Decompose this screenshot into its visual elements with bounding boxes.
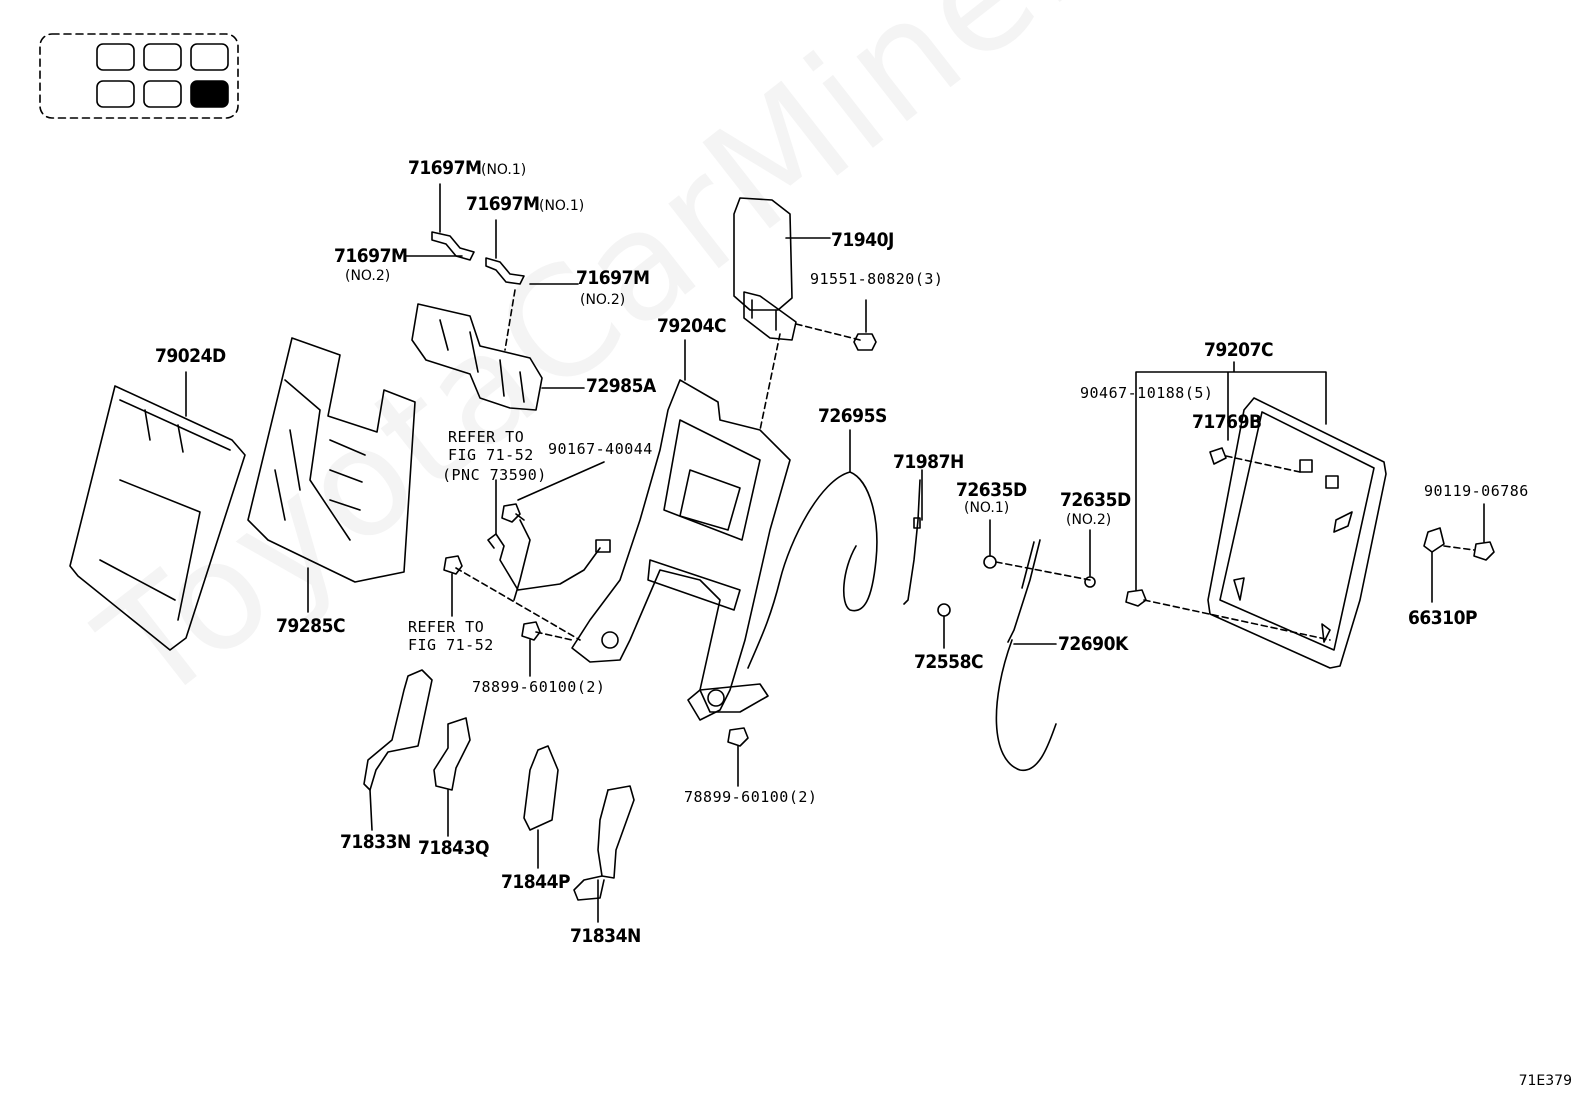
leader-71697M: [405, 183, 579, 285]
part-label-90467[interactable]: 90467-10188(5): [1080, 384, 1214, 402]
part-label-72635D-b[interactable]: 72635D: [1060, 489, 1131, 511]
bolt-91551: [853, 333, 877, 351]
leader-71833N: [369, 789, 373, 831]
damper-72635D-no1: [983, 555, 997, 569]
bracket-72985A: [411, 303, 543, 411]
seatback-cover-79024D: [69, 385, 246, 651]
screw-90467: [1125, 589, 1331, 641]
clip-72558C: [937, 603, 951, 617]
part-label-79204C[interactable]: 79204C: [657, 315, 727, 337]
part-sub-71697M-b: (NO.1): [539, 198, 585, 214]
figure-code: 71E379: [1518, 1073, 1572, 1089]
part-label-79024D[interactable]: 79024D: [155, 345, 226, 367]
part-label-72558C[interactable]: 72558C: [914, 651, 984, 673]
part-label-71697M-a[interactable]: 71697M: [408, 157, 482, 179]
part-sub-72635D-b: (NO.2): [1066, 512, 1112, 528]
part-label-71844P[interactable]: 71844P: [501, 871, 571, 893]
seat-locator-icon: [39, 33, 239, 119]
bolt-78899-c: [727, 727, 749, 747]
refer-to-2-line2[interactable]: FIG 71-52: [408, 636, 494, 654]
part-label-90167[interactable]: 90167-40044: [548, 440, 653, 458]
part-label-72985A[interactable]: 72985A: [586, 375, 656, 397]
part-label-78899-b[interactable]: 78899-60100(2): [684, 788, 818, 806]
seatback-frame-79204C: [571, 379, 791, 721]
part-sub-71697M-d: (NO.2): [580, 292, 626, 308]
clip-71769B: [1209, 447, 1301, 473]
hook-66310P: [1423, 527, 1445, 553]
part-sub-71697M-a: (NO.1): [481, 162, 527, 178]
part-label-79285C[interactable]: 79285C: [276, 615, 346, 637]
cable-72695S: [747, 471, 878, 669]
bolt-78899-b: [521, 621, 573, 641]
leader-90167: [517, 461, 605, 501]
part-label-71697M-b[interactable]: 71697M: [466, 193, 540, 215]
seatback-pad-79285C: [247, 337, 416, 583]
clip-71697M: [431, 231, 525, 285]
part-label-78899-a[interactable]: 78899-60100(2): [472, 678, 606, 696]
part-label-91551[interactable]: 91551-80820(3): [810, 270, 944, 288]
part-label-66310P[interactable]: 66310P: [1408, 607, 1478, 629]
part-sub-71697M-c: (NO.2): [345, 268, 391, 284]
screw-90119: [1473, 541, 1495, 561]
headrest-71940J: [733, 197, 797, 341]
part-label-90119[interactable]: 90119-06786: [1424, 482, 1529, 500]
part-label-72695S[interactable]: 72695S: [818, 405, 887, 427]
bolt-78899-a: [443, 555, 581, 641]
cover-71843Q: [433, 717, 471, 791]
part-label-71940J[interactable]: 71940J: [831, 229, 894, 251]
part-label-72635D-a[interactable]: 72635D: [956, 479, 1027, 501]
bolt-90167: [501, 503, 525, 523]
cover-71834N: [573, 785, 635, 901]
back-board-79207C: [1207, 397, 1387, 669]
part-label-71833N[interactable]: 71833N: [340, 831, 411, 853]
part-label-71697M-d[interactable]: 71697M: [576, 267, 650, 289]
part-label-71769B[interactable]: 71769B: [1192, 411, 1262, 433]
refer-to-1-line3: (PNC 73590): [442, 466, 547, 484]
part-label-71987H[interactable]: 71987H: [893, 451, 964, 473]
refer-to-1-line1: REFER TO: [448, 428, 525, 446]
part-label-79207C[interactable]: 79207C: [1204, 339, 1274, 361]
part-label-72690K[interactable]: 72690K: [1058, 633, 1128, 655]
harness: [487, 519, 611, 601]
refer-to-2-line1: REFER TO: [408, 618, 485, 636]
cover-71833N: [363, 669, 433, 791]
leader-79207C: [1135, 361, 1327, 591]
damper-72635D-no2: [1084, 576, 1096, 588]
refer-to-1-line2[interactable]: FIG 71-52: [448, 446, 534, 464]
part-sub-72635D-a: (NO.1): [964, 500, 1010, 516]
part-label-71834N[interactable]: 71834N: [570, 925, 641, 947]
part-label-71843Q[interactable]: 71843Q: [418, 837, 490, 859]
cover-71844P: [523, 745, 559, 831]
cable-72690K: [995, 539, 1057, 771]
part-label-71697M-c[interactable]: 71697M: [334, 245, 408, 267]
rod-71987H: [903, 479, 921, 605]
